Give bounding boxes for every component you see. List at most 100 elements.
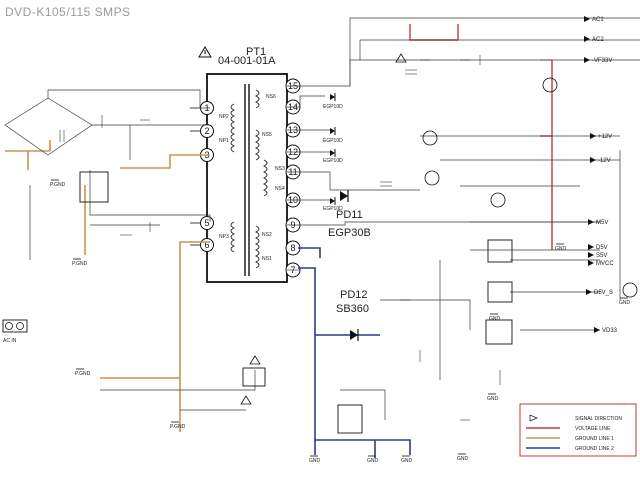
winding-label: NS6 bbox=[266, 94, 276, 100]
ground-name: GND bbox=[457, 456, 469, 462]
output-name: S5V bbox=[596, 253, 607, 259]
output-label: AC2 bbox=[584, 36, 604, 43]
diode-label: EGP10D bbox=[323, 158, 343, 164]
output-label: AC1 bbox=[584, 16, 604, 23]
legend-signal: SIGNAL DIRECTION bbox=[529, 414, 622, 422]
ground-name: GND bbox=[367, 458, 379, 464]
winding-label: NS4 bbox=[275, 186, 285, 192]
diode-label: EGP10D bbox=[323, 206, 343, 212]
arrow-icon bbox=[590, 133, 596, 139]
diode-label: EGP10D bbox=[323, 138, 343, 144]
output-name: -VF33V bbox=[592, 58, 612, 64]
connector-pin-icon bbox=[5, 322, 13, 330]
transformer-part: 04-001-01A bbox=[218, 55, 276, 67]
winding-label: NP1 bbox=[219, 138, 229, 144]
winding-label: NS5 bbox=[262, 132, 272, 138]
diode-pd12-ref: PD12 bbox=[340, 289, 368, 301]
ground-name: GND bbox=[487, 396, 499, 402]
arrow-icon bbox=[590, 157, 596, 163]
output-label: -12V bbox=[590, 157, 611, 164]
winding-label: NP2 bbox=[219, 114, 229, 120]
ground-symbol: P.GND bbox=[50, 179, 66, 188]
ground-name: P.GND bbox=[170, 424, 186, 430]
output-label: MVCC bbox=[588, 260, 614, 267]
ground-symbol: GND bbox=[555, 243, 567, 252]
legend-voltage: VOLTAGE LINE bbox=[526, 426, 611, 432]
arrow-icon bbox=[584, 57, 590, 63]
output-name: +12V bbox=[598, 134, 612, 140]
pin-number: 5 bbox=[204, 218, 209, 228]
ic-packages bbox=[2, 171, 513, 434]
pin-number: 8 bbox=[290, 243, 295, 253]
output-name: -12V bbox=[598, 158, 611, 164]
ground-symbol: P.GND bbox=[72, 258, 88, 267]
schematic-title: DVD-K105/115 SMPS bbox=[5, 5, 131, 19]
transformer-pin-right: 8 bbox=[285, 240, 301, 256]
ground-name: GND bbox=[555, 246, 567, 252]
diode-pd11 bbox=[340, 190, 349, 202]
winding-coils bbox=[230, 89, 268, 269]
transistors bbox=[422, 77, 638, 298]
ground-symbol: GND bbox=[489, 313, 501, 322]
pin-number: 2 bbox=[204, 126, 209, 136]
output-name: VD33 bbox=[602, 328, 618, 334]
output-name: MVCC bbox=[596, 261, 614, 267]
arrow-icon bbox=[584, 36, 590, 42]
arrow-icon bbox=[586, 289, 592, 295]
ground-symbol: GND bbox=[457, 453, 469, 462]
output-label: -VF33V bbox=[584, 57, 612, 64]
warning-icon bbox=[395, 53, 407, 63]
legend-ground1-label: GROUND LINE 1 bbox=[575, 436, 614, 442]
diode-small bbox=[330, 93, 336, 205]
diode-pd11-part: EGP30B bbox=[328, 227, 371, 239]
diode-pd11-ref: PD11 bbox=[336, 209, 363, 221]
pin-number: 6 bbox=[204, 240, 209, 250]
winding-label: NS1 bbox=[262, 256, 272, 262]
ground-symbol: GND bbox=[487, 393, 499, 402]
legend-ground1: GROUND LINE 1 bbox=[526, 436, 614, 442]
ground-symbol: GND bbox=[619, 297, 631, 306]
ground-name: P.GND bbox=[50, 182, 66, 188]
ground-line-2 bbox=[298, 247, 411, 458]
ground-symbol: GND bbox=[401, 455, 413, 464]
transformer-pin-left: 6 bbox=[190, 238, 214, 252]
ground-symbol: P.GND bbox=[170, 421, 186, 430]
ground-symbol: GND bbox=[367, 455, 379, 464]
winding-label: NP3 bbox=[219, 234, 229, 240]
ground-symbol: P.GND bbox=[75, 368, 91, 377]
output-label: +12V bbox=[590, 133, 612, 140]
ground-name: GND bbox=[309, 458, 321, 464]
winding-label: NS3 bbox=[275, 166, 285, 172]
arrow-icon bbox=[588, 219, 594, 225]
arrow-icon bbox=[588, 260, 594, 266]
legend-ground2: GROUND LINE 2 bbox=[526, 446, 614, 452]
winding-label: NS2 bbox=[262, 232, 272, 238]
arrow-icon bbox=[588, 252, 594, 258]
output-label: S5V bbox=[588, 252, 607, 259]
output-label: D5V_S bbox=[586, 289, 613, 296]
output-label: D5V bbox=[588, 244, 608, 251]
output-label: VD33 bbox=[594, 327, 618, 334]
warning-icon bbox=[249, 355, 261, 365]
arrow-icon bbox=[594, 327, 600, 333]
diode-label: EGP10D bbox=[323, 104, 343, 110]
warning-icon bbox=[240, 395, 252, 405]
diode-pd12-part: SB360 bbox=[336, 303, 369, 315]
arrow-icon bbox=[529, 414, 538, 422]
legend-ground2-label: GROUND LINE 2 bbox=[575, 446, 614, 452]
output-name: M5V bbox=[596, 220, 608, 226]
output-name: AC1 bbox=[592, 17, 604, 23]
transformer-ref: PT1 bbox=[246, 46, 266, 58]
power-connector-label: AC IN bbox=[3, 338, 17, 344]
legend-box bbox=[519, 403, 637, 457]
ground-name: GND bbox=[489, 316, 501, 322]
component-marks bbox=[59, 55, 552, 421]
voltage-lines bbox=[409, 24, 553, 250]
output-name: D5V bbox=[596, 245, 608, 251]
ground-name: P.GND bbox=[75, 371, 91, 377]
transformer-pin-left: 2 bbox=[190, 124, 214, 138]
ground-name: GND bbox=[401, 458, 413, 464]
ground-symbol: GND bbox=[309, 455, 321, 464]
